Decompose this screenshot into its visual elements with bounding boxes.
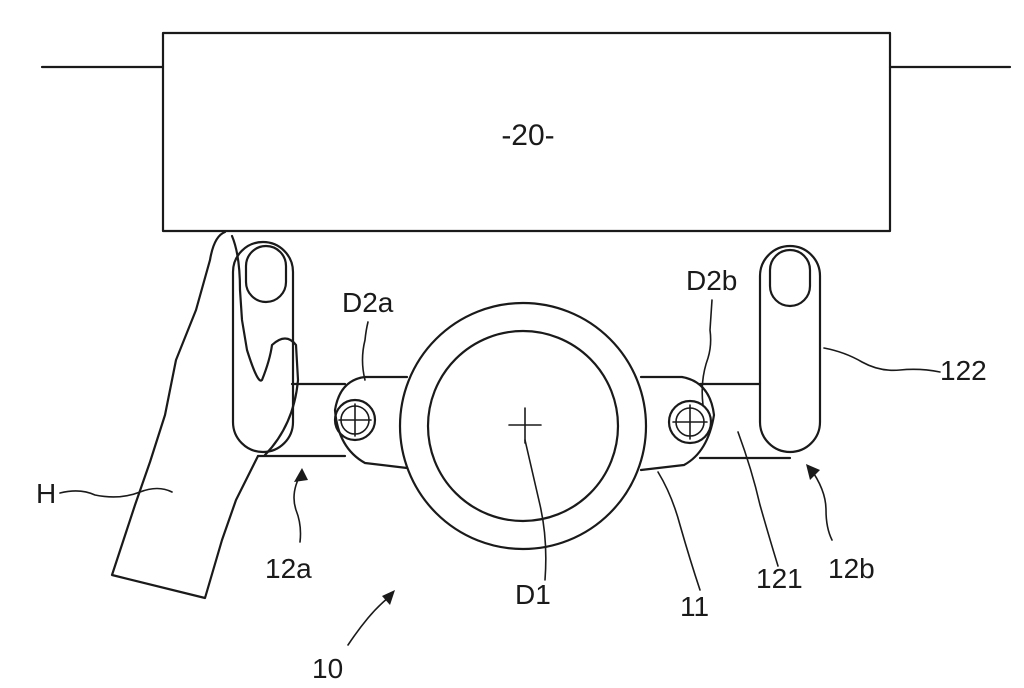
leader-ring [657,471,701,591]
right-grip [758,244,822,454]
label-grip-right: 122 [940,355,987,386]
label-center-axis: D1 [515,579,551,610]
right-grip-slot [768,248,812,308]
leader-hand [59,487,173,498]
arrowhead-assembly [382,590,395,605]
leader-handle-left [293,471,303,543]
label-pivot-right: D2b [686,265,737,296]
leader-grip-right [823,347,941,373]
right-connector-plate [639,375,716,472]
left-pivot-outer [333,398,377,442]
leader-assembly [347,597,389,646]
arrowhead-handle-right [806,464,820,480]
left-grip-slot [244,244,288,304]
label-handle-left: 12a [265,553,312,584]
label-assembly: 10 [312,653,343,684]
leader-handle-right [809,467,833,541]
ring-inner [426,329,620,523]
ring-outer [398,301,648,551]
left-grip [231,240,295,454]
housing-box [161,31,892,233]
leader-center-axis [524,439,547,581]
hand-outline [110,230,260,600]
left-connector-plate [333,375,409,470]
right-pivot-outer [667,399,713,445]
label-hand: H [36,478,56,509]
arrowhead-handle-left [294,468,308,482]
leader-pivot-right [701,299,713,406]
leader-arm-right [737,431,779,567]
label-arm-right: 121 [756,563,803,594]
label-handle-right: 12b [828,553,875,584]
label-ring: 11 [680,591,709,622]
leader-pivot-left [361,321,369,381]
hand-finger-outline [230,234,300,457]
label-pivot-left: D2a [342,287,394,318]
housing-label: -20- [501,119,554,152]
